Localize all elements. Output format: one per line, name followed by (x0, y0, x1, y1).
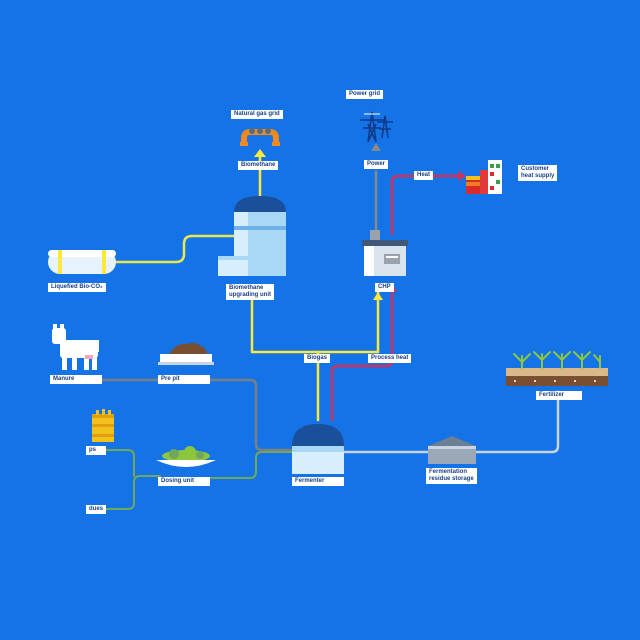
biogas-label: Biogas (304, 354, 331, 363)
biomethane-upgrading-tank-icon (218, 196, 286, 276)
heat-line (390, 174, 462, 236)
fertilizer-label: Fertilizer (536, 391, 582, 400)
fermentation-residue-storage-label: Fermentation residue storage (426, 468, 477, 484)
field-plants-icon (506, 351, 608, 386)
biogas-to-chp-line (316, 290, 380, 354)
heat-label: Heat (414, 171, 434, 180)
pre-pit-icon (158, 342, 214, 365)
dosing-to-fermenter-line (209, 451, 297, 479)
fermenter-label: Fermenter (292, 477, 344, 486)
residues-label: dues (86, 505, 106, 514)
biogas-chp-arrow-icon (373, 292, 383, 300)
liquefied-bio-co2-label: Liquefied Bio-CO₂ (48, 283, 106, 292)
natural-gas-grid-label: Natural gas grid (231, 110, 283, 119)
manure-label: Manure (50, 375, 102, 384)
chp-unit-icon (362, 230, 408, 276)
co2-line (110, 234, 238, 264)
process-heat-label: Process heat (368, 354, 412, 363)
substrate-line-top (99, 449, 135, 477)
chp-label: CHP (375, 283, 394, 292)
biomethane-arrow-icon (254, 149, 266, 157)
cow-icon (52, 324, 99, 370)
dosing-unit-icon (156, 446, 216, 467)
power-label: Power (364, 160, 389, 169)
manure-line (98, 378, 298, 452)
biomethane-upgrading-unit-label: Biomethane upgrading unit (226, 284, 274, 300)
biogas-line (250, 298, 320, 422)
fermenter-icon (292, 424, 344, 474)
substrate-line-bottom (99, 475, 161, 510)
power-pylon-icon (360, 111, 393, 143)
gas-tank-icon (48, 250, 116, 274)
crops-icon (92, 409, 114, 442)
customer-heat-building-icon (466, 160, 502, 194)
power-grid-label: Power grid (346, 90, 384, 99)
natural-gas-pipe-icon (240, 128, 280, 146)
residue-storage-icon (428, 436, 476, 464)
residue-line (342, 390, 560, 454)
customer-heat-supply-label: Customer heat supply (518, 165, 558, 181)
pre-pit-label: Pre pit (158, 375, 210, 384)
power-arrow-icon (371, 143, 381, 151)
dosing-unit-label: Dosing unit (158, 477, 210, 486)
biomethane-label: Biomethane (238, 161, 279, 170)
crops-label: ps (86, 446, 106, 455)
heat-arrow-icon (458, 171, 466, 181)
